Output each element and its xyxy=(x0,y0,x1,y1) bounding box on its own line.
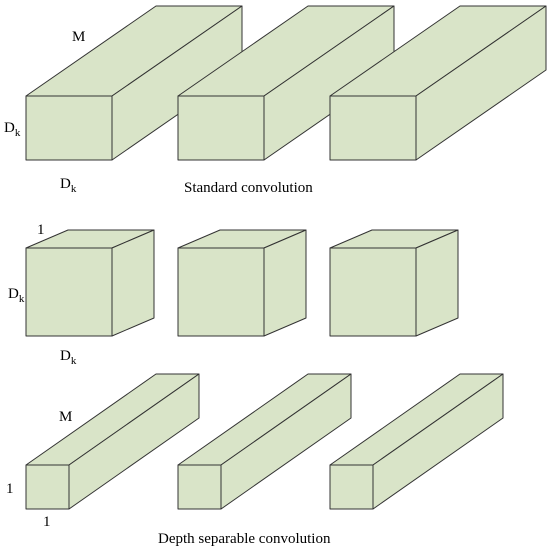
box-front-face xyxy=(329,247,417,337)
box-front-face xyxy=(25,247,113,337)
depthwise-height-label: Dk xyxy=(8,286,25,305)
depthwise-height-label-sub: k xyxy=(19,293,25,305)
standard-convolution-group: M Dk Dk Standard convolution xyxy=(4,5,547,196)
standard-height-label-sub: k xyxy=(15,127,21,139)
box-front-face xyxy=(177,464,222,510)
standard-convolution-caption: Standard convolution xyxy=(184,180,313,196)
standard-width-label-base: D xyxy=(60,176,71,192)
depthwise-width-label-base: D xyxy=(60,348,71,364)
box-front-face xyxy=(329,95,417,161)
pointwise-kernel-box xyxy=(177,373,352,510)
box-front-face xyxy=(177,247,265,337)
box-side-face xyxy=(415,229,459,337)
standard-kernel-box xyxy=(177,5,395,161)
box-front-face xyxy=(25,95,113,161)
box-front-face xyxy=(25,464,70,510)
pointwise-width-label: 1 xyxy=(43,514,51,530)
standard-width-label: Dk xyxy=(60,176,77,195)
standard-kernel-box xyxy=(329,5,547,161)
depthwise-kernel-box xyxy=(329,229,459,337)
depthwise-kernel-box xyxy=(25,229,155,337)
box-front-face xyxy=(177,95,265,161)
depthwise-convolution-group: 1 Dk Dk xyxy=(8,222,459,367)
depthwise-depth-label: 1 xyxy=(37,222,45,238)
depthwise-kernel-box xyxy=(177,229,307,337)
standard-depth-label: M xyxy=(72,29,85,45)
standard-height-label: Dk xyxy=(4,120,21,139)
standard-kernel-box xyxy=(25,5,243,161)
box-side-face xyxy=(111,229,155,337)
depth-separable-convolution-caption: Depth separable convolution xyxy=(158,531,331,547)
standard-width-label-sub: k xyxy=(71,183,77,195)
box-side-face xyxy=(263,229,307,337)
depthwise-width-label: Dk xyxy=(60,348,77,367)
pointwise-height-label: 1 xyxy=(6,481,14,497)
depthwise-width-label-sub: k xyxy=(71,355,77,367)
box-front-face xyxy=(329,464,374,510)
pointwise-kernel-box xyxy=(329,373,504,510)
standard-height-label-base: D xyxy=(4,120,15,136)
pointwise-convolution-group: M 1 1 Depth separable convolution xyxy=(6,373,504,547)
pointwise-kernel-box xyxy=(25,373,200,510)
pointwise-depth-label: M xyxy=(59,409,72,425)
depthwise-height-label-base: D xyxy=(8,286,19,302)
